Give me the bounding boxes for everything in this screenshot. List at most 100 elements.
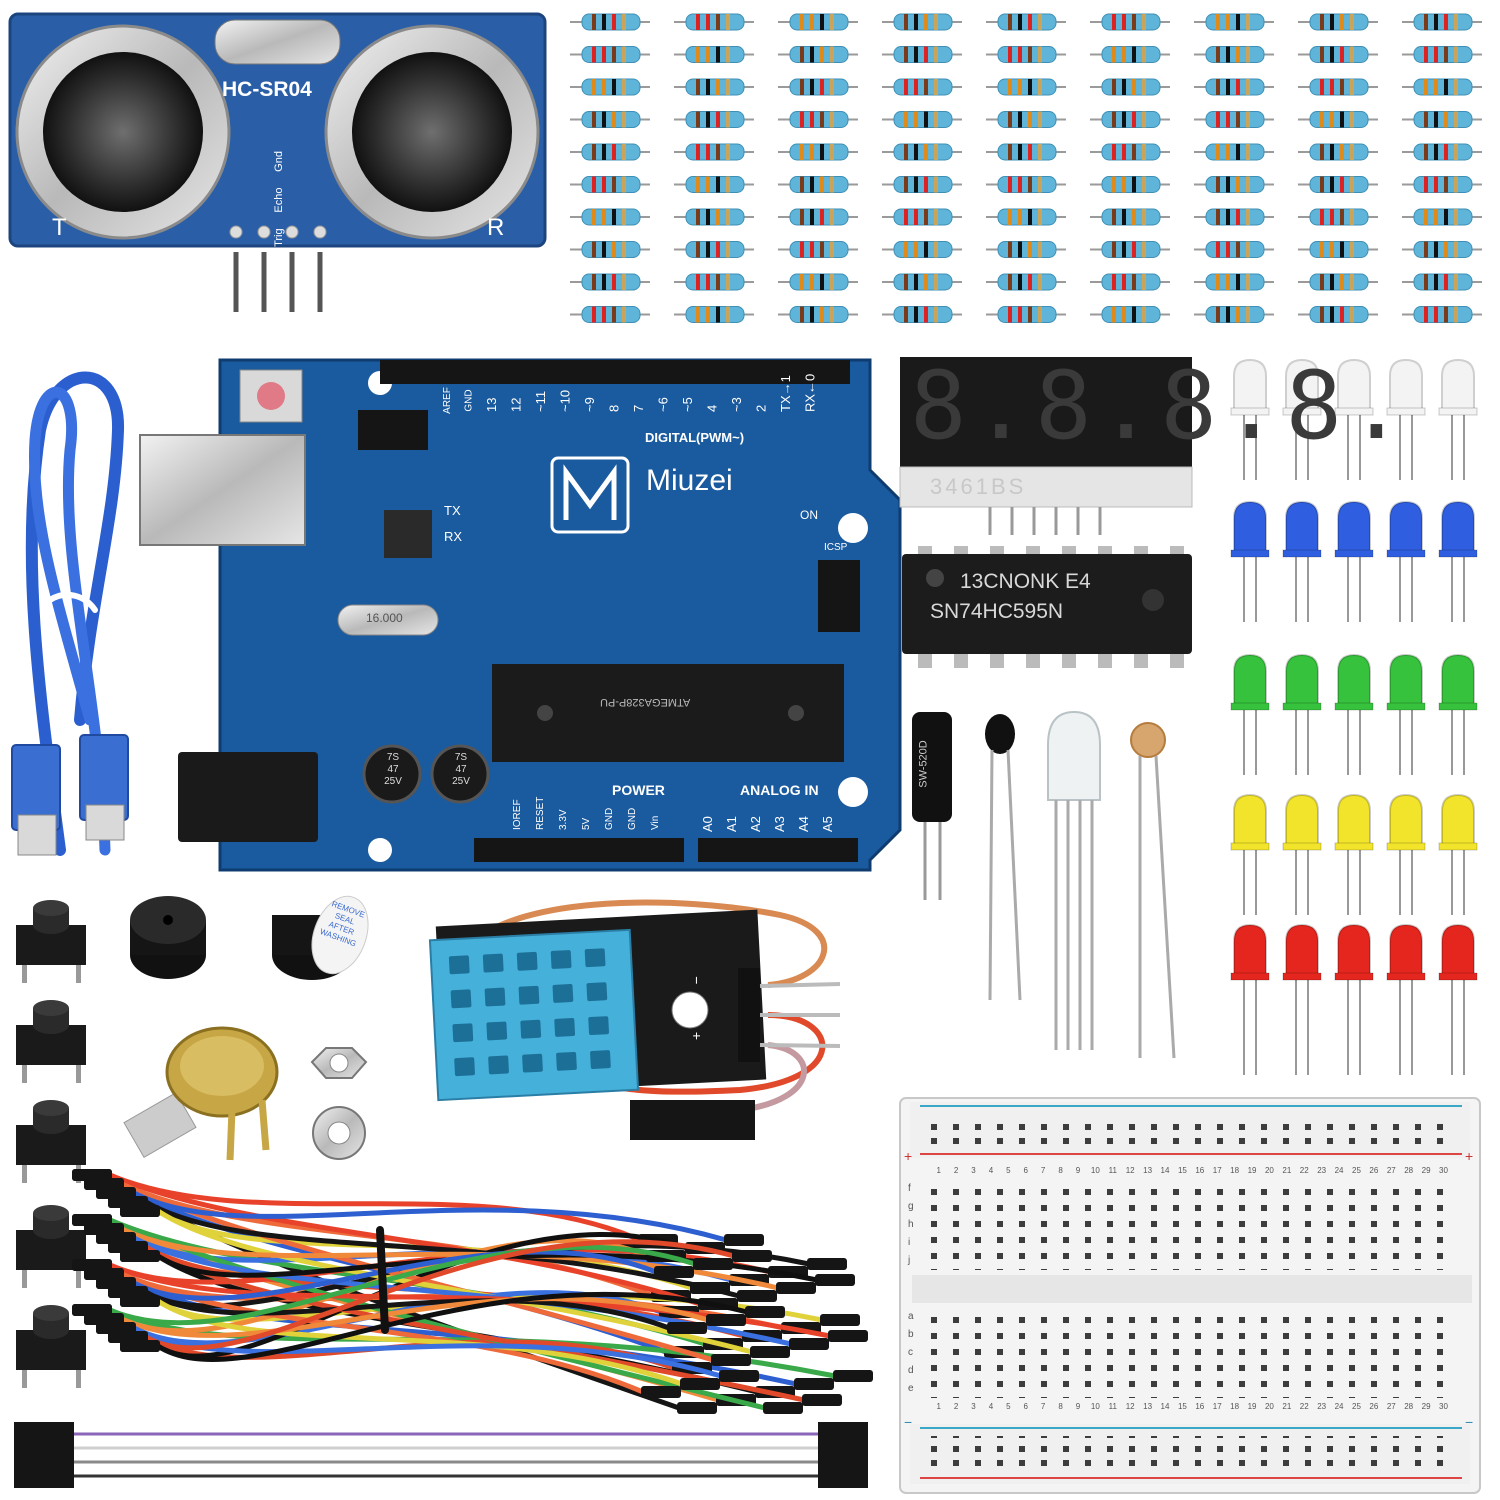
- led: [1386, 793, 1426, 915]
- resistor: [1298, 143, 1378, 161]
- breadboard-column-number: 13: [1143, 1166, 1153, 1175]
- gnd-label: GND: [463, 389, 475, 412]
- rgb-led: [1047, 710, 1101, 1050]
- resistor: [1402, 176, 1482, 193]
- tactile-button: [16, 1205, 86, 1288]
- on-label: ON: [800, 508, 818, 522]
- dupont-wire-set: [14, 1422, 868, 1488]
- resistor: [1194, 241, 1274, 258]
- resistor: [986, 241, 1066, 258]
- resistor: [986, 78, 1066, 96]
- power-pin-label: GND: [627, 808, 638, 830]
- led: [1230, 653, 1270, 775]
- digital-header: [380, 360, 850, 384]
- led: [1438, 500, 1478, 622]
- breadboard-column-number: 30: [1439, 1166, 1448, 1175]
- resistor: [986, 111, 1066, 128]
- board-brand: Miuzei: [646, 464, 733, 497]
- pin-label-trig: Trig: [273, 228, 285, 247]
- aref-label: AREF: [441, 387, 453, 414]
- digital-pin-label: 13: [484, 398, 499, 412]
- breadboard-column-number: 4: [988, 1402, 994, 1411]
- analog-pin-label: A3: [772, 816, 787, 832]
- power-pin-label: 5V: [581, 817, 592, 830]
- led: [1438, 923, 1478, 1075]
- tactile-button: [16, 1000, 86, 1083]
- breadboard-column-number: 20: [1264, 1402, 1274, 1411]
- breadboard-column-number: 7: [1040, 1402, 1046, 1411]
- led: [1334, 358, 1374, 480]
- resistor: [570, 143, 650, 161]
- breadboard-column-number: 27: [1386, 1402, 1396, 1411]
- led: [1334, 923, 1374, 1075]
- segment-digits: 8.8.8.8.: [910, 352, 1411, 461]
- usb-cable: [11, 371, 129, 856]
- thermistor: [985, 714, 1022, 1001]
- resistor: [778, 143, 858, 161]
- resistor: [1402, 78, 1482, 96]
- breadboard-column-number: 4: [988, 1166, 994, 1175]
- resistor: [1298, 306, 1378, 323]
- resistor: [1402, 241, 1482, 258]
- resistor: [1194, 46, 1274, 63]
- digital-pin-label: 8: [607, 405, 622, 412]
- breadboard-column-number: 22: [1299, 1166, 1309, 1175]
- resistor: [1090, 273, 1170, 291]
- pin-label-echo: Echo: [273, 187, 285, 213]
- resistor: [986, 273, 1066, 291]
- resistor: [1298, 273, 1378, 291]
- breadboard-column-number: 29: [1421, 1166, 1431, 1175]
- led: [1230, 500, 1270, 622]
- tactile-button: [16, 1100, 86, 1183]
- resistor: [882, 46, 962, 63]
- hex-nut: [310, 1047, 368, 1079]
- ic-marking-line2: SN74HC595N: [930, 600, 1064, 623]
- resistor: [1402, 208, 1482, 226]
- resistor: [986, 208, 1066, 226]
- breadboard-column-number: 8: [1058, 1166, 1063, 1175]
- led: [1386, 923, 1426, 1075]
- breadboard-column-number: 6: [1023, 1166, 1028, 1175]
- led: [1334, 500, 1374, 622]
- breadboard-column-number: 28: [1404, 1166, 1414, 1175]
- breadboard-column-number: 16: [1195, 1402, 1205, 1411]
- resistor: [674, 176, 754, 193]
- resistor: [1402, 143, 1482, 161]
- breadboard-column-number: 6: [1023, 1402, 1028, 1411]
- breadboard-column-number: 26: [1369, 1402, 1379, 1411]
- resistor: [674, 208, 754, 226]
- resistor: [778, 241, 858, 258]
- transmitter-label: T: [52, 214, 67, 241]
- led: [1334, 653, 1374, 775]
- breadboard-column-number: 17: [1212, 1402, 1222, 1411]
- mcu-marking: ATMEGA328P-PU: [600, 696, 691, 708]
- breadboard-column-number: 18: [1230, 1166, 1240, 1175]
- resistor: [570, 176, 650, 193]
- resistor: [1194, 208, 1274, 226]
- power-label: POWER: [612, 782, 665, 798]
- resistor: [674, 78, 754, 96]
- breadboard-column-number: 20: [1264, 1166, 1274, 1175]
- led: [1282, 358, 1322, 480]
- resistor: [778, 46, 858, 63]
- breadboard-row-letter: i: [908, 1237, 911, 1248]
- resistor: [986, 176, 1066, 193]
- power-pin-label: RESET: [535, 797, 546, 830]
- push-buttons: [16, 900, 86, 1388]
- resistor: [882, 241, 962, 258]
- miuzei-logo: [550, 456, 630, 534]
- receiver-transducer: [324, 24, 540, 240]
- digital-pin-label: 4: [705, 405, 720, 412]
- tactile-button: [16, 900, 86, 983]
- resistor: [1402, 111, 1482, 128]
- led: [1334, 793, 1374, 915]
- tilt-switch: [912, 712, 952, 900]
- washer: [312, 1106, 366, 1160]
- breadboard-column-number: 14: [1160, 1402, 1170, 1411]
- power-pin-label: GND: [604, 808, 615, 830]
- reset-button: [257, 382, 285, 410]
- breadboard-column-number: 23: [1317, 1402, 1327, 1411]
